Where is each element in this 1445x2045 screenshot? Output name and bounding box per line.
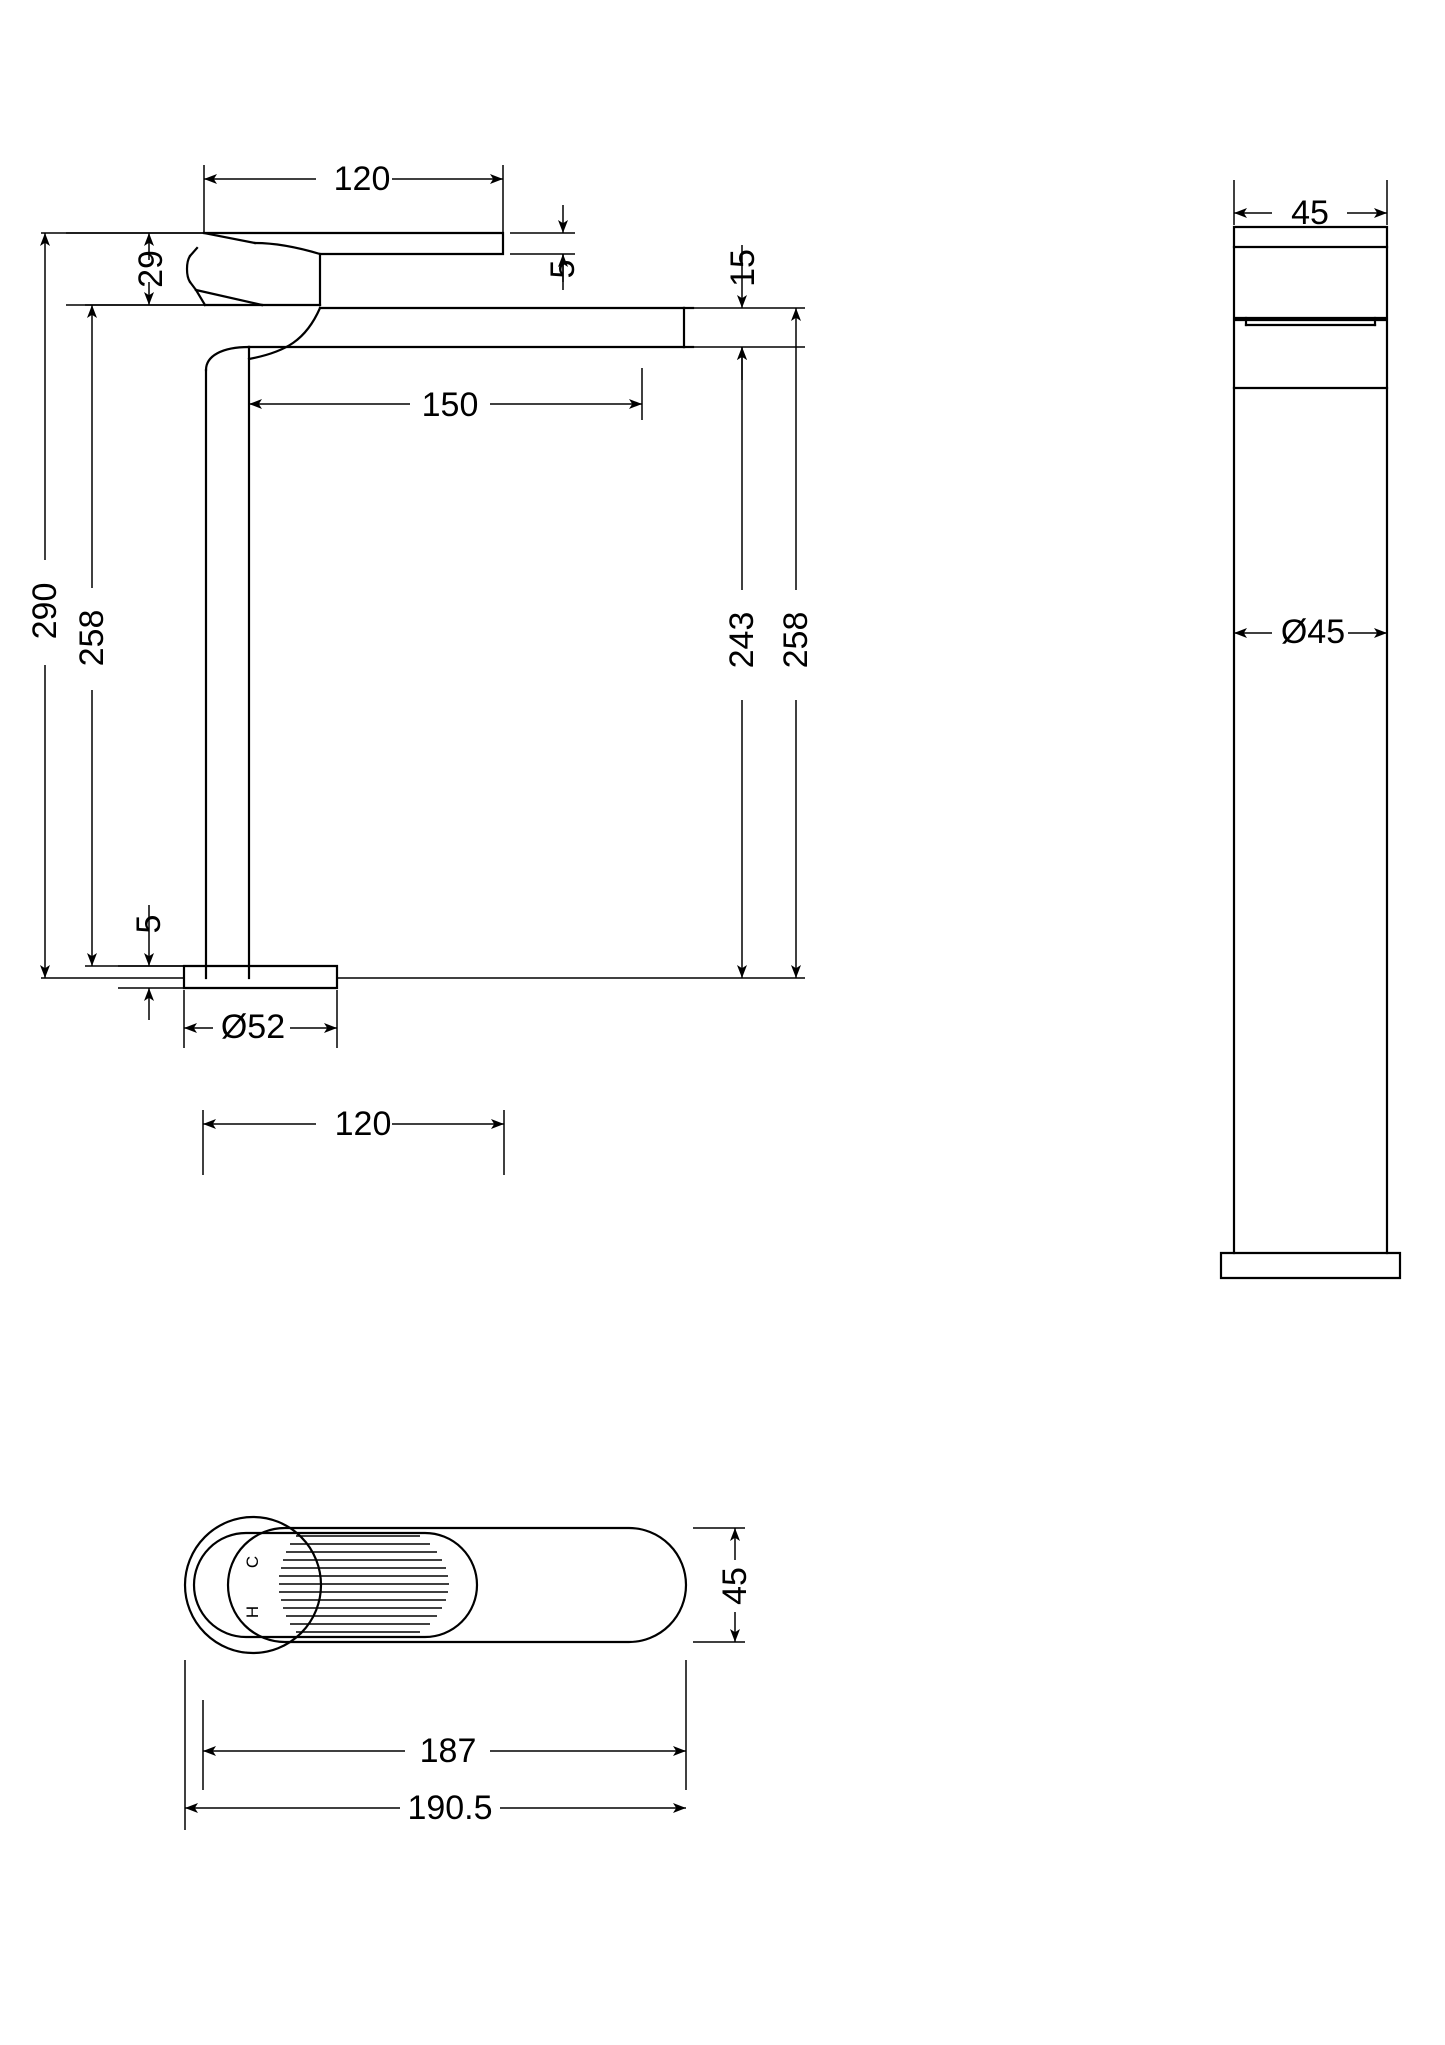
dim-label-base-diameter: Ø52 <box>220 1008 286 1046</box>
dim-label-base-thickness: 5 <box>129 914 168 934</box>
marking-hot: H <box>243 1605 262 1619</box>
dim-label-overall-length: 190.5 <box>407 1789 493 1827</box>
front-elevation-dimensions <box>40 165 805 1048</box>
dim-label-spout-length: 187 <box>419 1732 477 1770</box>
dim-label-spout-offset: 15 <box>723 249 762 287</box>
dim-label-body-projection: 150 <box>421 386 479 424</box>
side-elevation-dimensions <box>1233 180 1388 638</box>
dim-label-body-height-left: 258 <box>72 609 111 667</box>
dim-label-body-width: 45 <box>715 1567 754 1605</box>
dim-label-spout-thickness: 5 <box>543 259 582 279</box>
dim-label-spout-projection: 120 <box>333 160 391 198</box>
plan-view-geometry <box>183 1515 688 1655</box>
dim-label-body-diameter: Ø45 <box>1280 613 1346 651</box>
dim-label-lever-height: 29 <box>131 250 170 288</box>
plan-view-dimensions <box>184 1110 745 1830</box>
dim-label-lever-width: 45 <box>1291 194 1329 232</box>
side-elevation-geometry <box>1219 225 1402 1280</box>
dim-label-body-height-right: 258 <box>776 611 815 669</box>
front-elevation-geometry <box>182 231 695 990</box>
marking-cold: C <box>243 1555 262 1569</box>
dim-label-lever-length: 120 <box>334 1105 392 1143</box>
